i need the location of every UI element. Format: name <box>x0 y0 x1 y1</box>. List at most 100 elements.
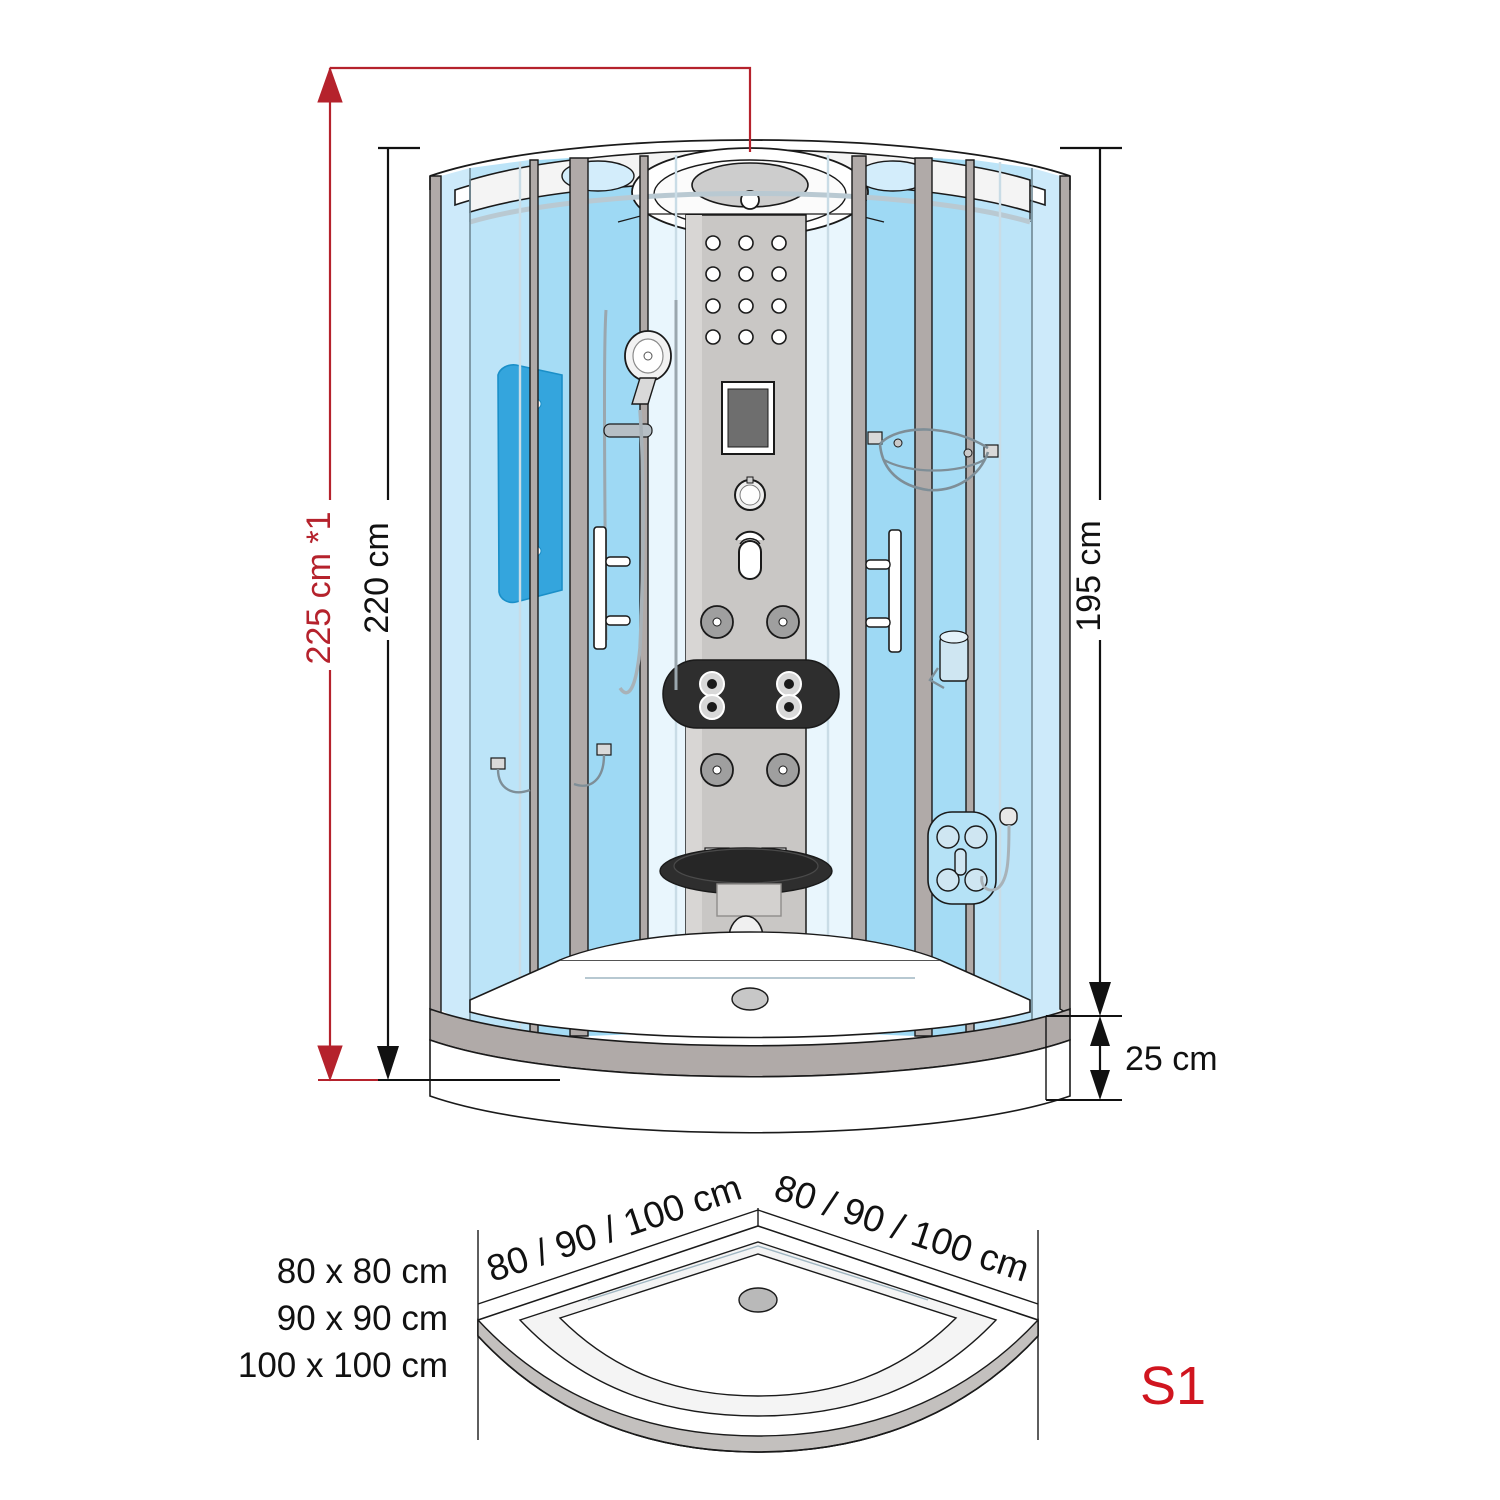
side-massage-jet <box>936 868 960 892</box>
glass-panel-left-c <box>588 156 640 1036</box>
frame-post-right-2 <box>914 157 933 1037</box>
dimension-total-height-label: 225 cm *1 <box>300 511 338 664</box>
red-leader-top <box>330 66 752 152</box>
wire-shelf-bracket-left <box>867 431 883 445</box>
glass-panel-left-b <box>538 158 570 1036</box>
door-handle-right[interactable] <box>865 529 902 653</box>
door-handle-left-stud-bottom <box>605 615 631 626</box>
body-massage-jet <box>738 329 754 345</box>
frame-posts-right <box>826 155 1071 1037</box>
door-handle-right-bar[interactable] <box>888 529 902 653</box>
mixer-handle[interactable] <box>738 540 762 580</box>
hose-hook-hose <box>980 824 1011 892</box>
wire-shelf <box>867 428 999 492</box>
black-panel-jet-core <box>784 702 794 712</box>
tray-plan-floor <box>558 1253 958 1397</box>
body-massage-jet <box>771 329 787 345</box>
size-options-list: 80 x 80 cm 90 x 90 cm 100 x 100 cm <box>238 1252 448 1385</box>
steam-outlet-box <box>716 883 782 917</box>
handheld-shower-handle <box>631 377 657 405</box>
seat-surface-top <box>673 848 819 884</box>
control-knob-marker <box>746 476 754 484</box>
hose-hook <box>980 807 1018 892</box>
tray-plan-inner-line <box>587 1245 929 1301</box>
wire-shelf-node-right <box>963 448 973 458</box>
wall-hooks-left <box>490 743 612 794</box>
body-massage-jet <box>738 266 754 282</box>
body-massage-jet <box>705 298 721 314</box>
black-220-arrow-bottom <box>377 1046 399 1080</box>
wall-hook-a-arm <box>496 768 531 794</box>
side-massage-jet <box>936 825 960 849</box>
glass-panel-far-right <box>1032 168 1060 1026</box>
frame-post-right-3 <box>851 155 867 1035</box>
dimension-lines-elevation: 225 cm *1 220 cm 195 cm 25 cm <box>300 66 1218 1101</box>
panel-jet-pair-lower <box>700 753 800 787</box>
door-handle-left-bar[interactable] <box>593 526 607 650</box>
body-massage-jet <box>738 298 754 314</box>
tray-25-arrow-down <box>1090 1070 1110 1100</box>
dimension-cabin-height-label: 220 cm <box>358 522 396 634</box>
body-jet-grid <box>705 235 787 345</box>
body-massage-jet <box>738 235 754 251</box>
body-massage-jet-core <box>712 765 722 775</box>
plan-dim-edge-right <box>757 1209 1039 1305</box>
side-massage-jet <box>964 825 988 849</box>
body-massage-jet <box>705 266 721 282</box>
floor-drain-plan <box>738 1287 778 1313</box>
wall-hook-a <box>490 757 506 770</box>
wire-shelf-node-left <box>893 438 903 448</box>
slide-rail-bracket[interactable] <box>603 423 653 438</box>
mixer-body[interactable] <box>735 530 765 541</box>
glass-panel-right-a <box>974 160 1032 1034</box>
plan-dim-edge-left <box>477 1209 759 1305</box>
red-label-mask <box>309 500 353 670</box>
shower-tray-elevation <box>429 931 1071 1134</box>
control-knob-inner[interactable] <box>739 484 761 506</box>
side-jet-switch[interactable] <box>954 848 967 876</box>
handheld-shower-assembly <box>490 300 678 794</box>
black-panel-jet-core <box>707 679 717 689</box>
body-massage-jet <box>705 235 721 251</box>
red-arrow-top <box>317 66 343 103</box>
side-jet-panel <box>927 811 997 905</box>
black-panel-jet-core <box>707 702 717 712</box>
dimension-glass-height-label: 195 cm <box>1070 520 1108 632</box>
hose-hook-head <box>999 807 1018 826</box>
size-option-90: 90 x 90 cm <box>277 1299 448 1338</box>
cup-holder <box>928 630 969 690</box>
frame-post-outer-right <box>1059 175 1071 1017</box>
frame-post-outer-left <box>429 175 442 1017</box>
tray-inner-back <box>559 931 941 961</box>
body-massage-jet-core <box>778 617 788 627</box>
ceiling-assembly <box>454 147 1046 237</box>
body-massage-jet <box>771 298 787 314</box>
black-panel-jet-core <box>784 679 794 689</box>
wall-hook-b-arm <box>573 754 606 787</box>
door-handle-left[interactable] <box>593 526 631 650</box>
door-handle-right-stud-top <box>865 559 891 570</box>
frame-post-left-1 <box>529 159 539 1035</box>
tray-plan-skirt <box>477 1335 1039 1453</box>
folding-seat[interactable] <box>659 847 833 895</box>
cup-holder-rim <box>939 630 969 644</box>
control-display[interactable] <box>727 388 769 448</box>
body-massage-jet <box>771 266 787 282</box>
control-panel-body <box>685 214 807 951</box>
wire-shelf-basket <box>878 443 990 492</box>
black-195-label-mask <box>1080 500 1122 640</box>
black-220-label-mask <box>368 500 410 640</box>
wall-hook-b <box>596 743 612 756</box>
handheld-shower-center <box>643 351 653 361</box>
body-massage-jet <box>705 329 721 345</box>
mixer-lever[interactable] <box>735 530 765 580</box>
control-panel-highlight <box>686 215 702 950</box>
product-code-label: S1 <box>1140 1356 1206 1416</box>
floor-drain <box>731 987 769 1011</box>
door-handle-right-stud-bottom <box>865 617 891 628</box>
wire-shelf-rim-top <box>879 428 989 450</box>
dimension-tray-height-label: 25 cm <box>1125 1040 1218 1078</box>
cup-holder-bracket <box>928 667 945 690</box>
black-jet-panel <box>662 659 840 729</box>
